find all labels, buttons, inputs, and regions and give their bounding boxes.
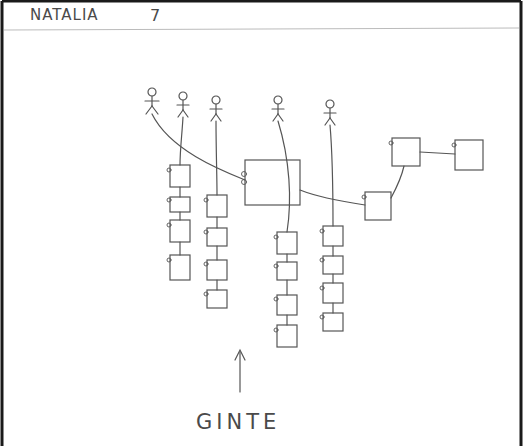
caption-word: GINTE bbox=[196, 410, 280, 434]
age-number: 7 bbox=[150, 6, 160, 25]
name-text: NATALIA bbox=[30, 6, 99, 24]
